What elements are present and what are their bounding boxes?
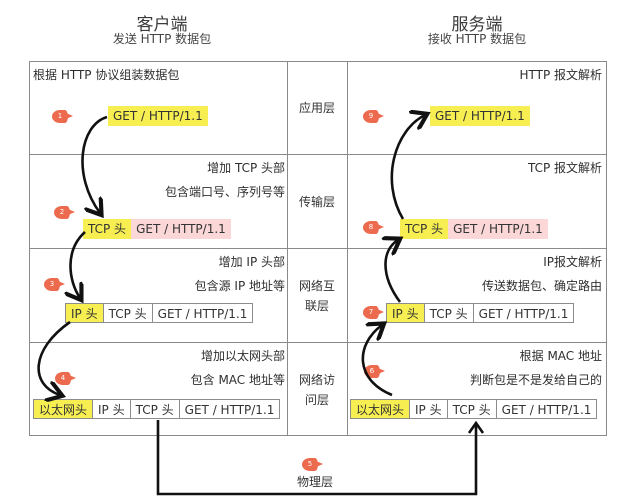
client-desc-internet-1: 增加 IP 头部: [218, 255, 285, 269]
http-payload: GET / HTTP/1.1: [179, 399, 281, 419]
step-marker-icon: 1: [52, 110, 73, 123]
layer-application: 应用层: [298, 101, 335, 115]
layer-physical: 物理层: [297, 475, 334, 489]
client-desc-internet-2: 包含源 IP 地址等: [194, 279, 285, 293]
server-title: 服务端: [451, 15, 503, 35]
http-payload: GET / HTTP/1.1: [473, 303, 575, 323]
server-desc-transport: TCP 报文解析: [527, 161, 602, 175]
http-payload: GET / HTTP/1.1: [496, 399, 598, 419]
ip-header: IP 头: [65, 303, 104, 323]
server-desc-access-1: 根据 MAC 地址: [519, 349, 602, 363]
step-marker-icon: 9: [363, 110, 384, 123]
step-marker-icon: 8: [363, 221, 384, 234]
tcp-header: TCP 头: [103, 303, 153, 323]
tcp-header: TCP 头: [447, 399, 497, 419]
step-marker-icon: 7: [363, 306, 384, 319]
step-marker-icon: 2: [54, 206, 75, 219]
tcp-header: TCP 头: [400, 219, 449, 239]
ethernet-header: 以太网头: [350, 399, 411, 419]
server-desc-internet-1: IP报文解析: [543, 255, 602, 269]
client-desc-access-1: 增加以太网头部: [200, 349, 285, 363]
tcp-header: TCP 头: [424, 303, 474, 323]
server-desc-access-2: 判断包是不是发给自己的: [469, 373, 602, 387]
client-desc-transport-2: 包含端口号、序列号等: [164, 185, 285, 199]
step-marker-icon: 5: [302, 458, 323, 471]
client-desc-access-2: 包含 MAC 地址等: [190, 373, 285, 387]
server-packet-application: GET / HTTP/1.1: [430, 106, 530, 126]
server-packet-internet: IP 头 TCP 头 GET / HTTP/1.1: [386, 303, 575, 323]
client-packet-application: GET / HTTP/1.1: [108, 106, 208, 126]
ip-header: IP 头: [410, 399, 448, 419]
server-packet-access: 以太网头 IP 头 TCP 头 GET / HTTP/1.1: [350, 399, 598, 419]
client-desc-transport-1: 增加 TCP 头部: [207, 161, 285, 175]
server-packet-transport: TCP 头 GET / HTTP/1.1: [400, 219, 548, 239]
client-title: 客户端: [136, 15, 188, 35]
server-desc-application: HTTP 报文解析: [519, 68, 602, 82]
step-marker-icon: 3: [44, 278, 65, 291]
client-subtitle: 发送 HTTP 数据包: [112, 32, 212, 46]
ethernet-header: 以太网头: [33, 399, 94, 419]
layer-network-access: 网络访 问层: [298, 373, 335, 407]
layer-internet: 网络互 联层: [298, 279, 335, 313]
client-packet-transport: TCP 头 GET / HTTP/1.1: [83, 219, 231, 239]
client-packet-internet: IP 头 TCP 头 GET / HTTP/1.1: [65, 303, 254, 323]
ip-header: IP 头: [93, 399, 131, 419]
server-subtitle: 接收 HTTP 数据包: [427, 32, 527, 46]
tcp-header: TCP 头: [83, 219, 132, 239]
http-payload: GET / HTTP/1.1: [131, 219, 231, 239]
server-desc-internet-2: 传送数据包、确定路由: [481, 279, 602, 293]
http-payload: GET / HTTP/1.1: [448, 219, 548, 239]
http-payload: GET / HTTP/1.1: [430, 106, 530, 126]
ip-header: IP 头: [386, 303, 425, 323]
layer-transport: 传输层: [298, 195, 335, 209]
client-desc-application: 根据 HTTP 协议组装数据包: [33, 68, 180, 82]
tcp-header: TCP 头: [130, 399, 180, 419]
http-payload: GET / HTTP/1.1: [108, 106, 208, 126]
http-payload: GET / HTTP/1.1: [152, 303, 254, 323]
client-packet-access: 以太网头 IP 头 TCP 头 GET / HTTP/1.1: [33, 399, 281, 419]
